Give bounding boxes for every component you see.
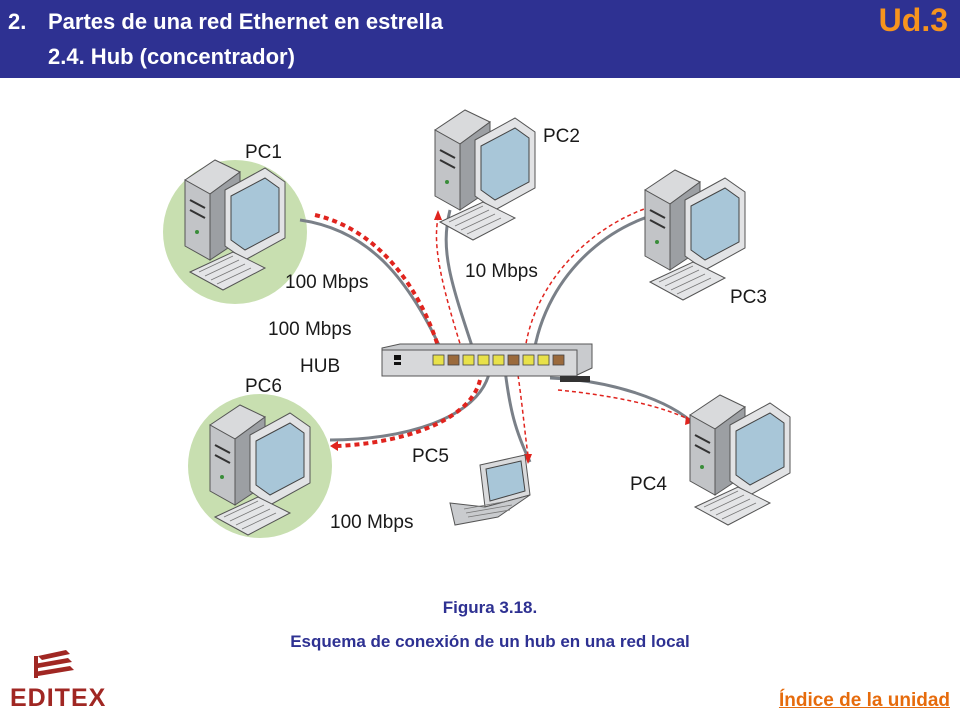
header-bar: 2. Partes de una red Ethernet en estrell… <box>0 0 960 78</box>
pc3-computer-icon <box>644 169 746 301</box>
network-cables <box>299 206 697 463</box>
pc4-label: PC4 <box>630 474 667 495</box>
hub-label: HUB <box>300 356 340 377</box>
editex-logo-mark-icon <box>34 650 74 678</box>
section-number: 2. <box>8 9 27 34</box>
data-flow-arrows <box>314 196 694 464</box>
unit-index-link[interactable]: Índice de la unidad <box>778 690 950 711</box>
pc5-laptop-icon <box>449 454 531 526</box>
editex-logo-text: EDITEX <box>10 684 107 712</box>
pc4-computer-icon <box>689 394 791 526</box>
hub-device-icon <box>381 343 593 382</box>
hub-network-diagram: PC1 PC2 PC3 PC4 PC5 PC6 HUB 100 Mbps 100… <box>163 109 791 538</box>
figure-caption: Esquema de conexión de un hub en una red… <box>290 632 690 651</box>
pc2-computer-icon <box>434 109 536 241</box>
pc3-label: PC3 <box>730 287 767 308</box>
pc2-speed-label: 10 Mbps <box>465 261 538 282</box>
pc6-label: PC6 <box>245 376 282 397</box>
pc6-upper-speed-label: 100 Mbps <box>268 319 351 340</box>
pc1-label: PC1 <box>245 142 282 163</box>
pc6-lower-speed-label: 100 Mbps <box>330 512 413 533</box>
pc1-speed-label: 100 Mbps <box>285 272 368 293</box>
section-title: Partes de una red Ethernet en estrella <box>48 9 443 34</box>
editex-logo: EDITEX <box>10 648 110 718</box>
figure-number: Figura 3.18. <box>442 598 538 617</box>
pc5-label: PC5 <box>412 446 449 467</box>
unit-label: Ud.3 <box>878 2 948 38</box>
subsection-title: 2.4. Hub (concentrador) <box>48 44 295 69</box>
pc2-label: PC2 <box>543 126 580 147</box>
